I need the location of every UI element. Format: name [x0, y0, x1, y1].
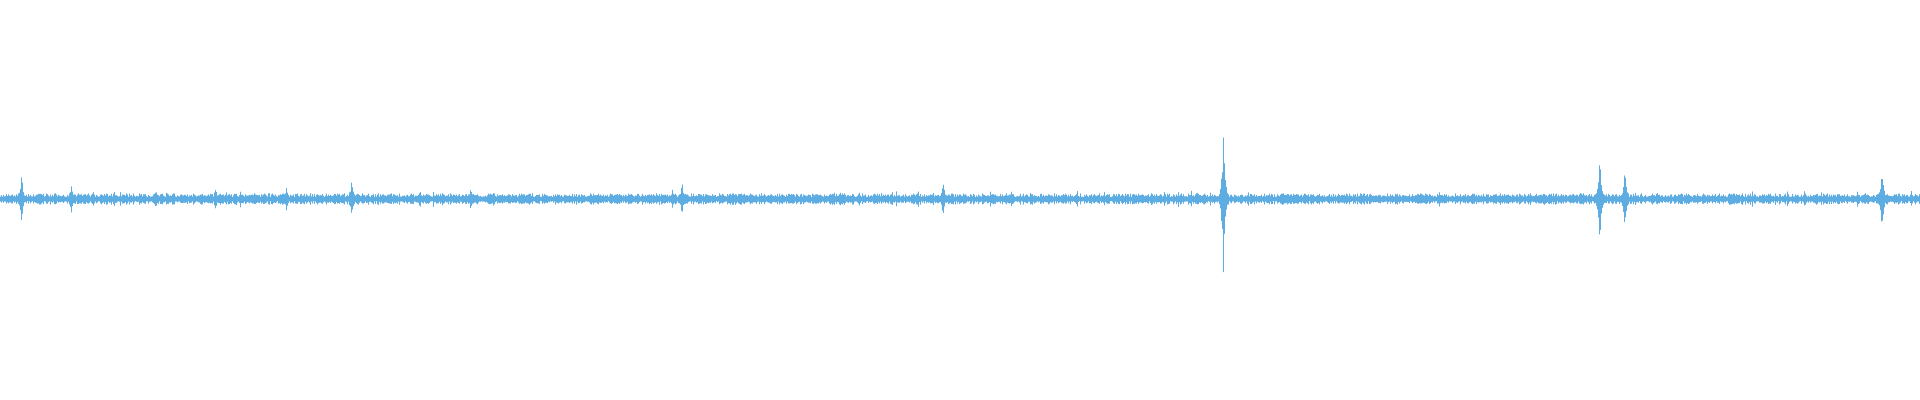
waveform-trace — [0, 137, 1920, 273]
